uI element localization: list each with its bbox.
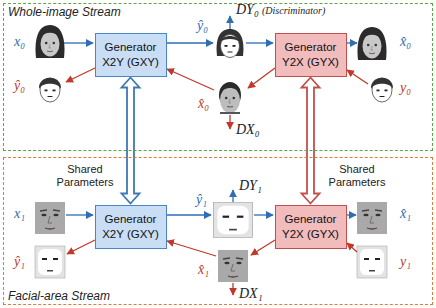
stream-heading: Whole-image Stream: [8, 5, 121, 19]
flow-arrow: [251, 240, 275, 255]
flow-arrow: [167, 69, 214, 90]
image-label: x₀: [14, 34, 25, 51]
image-label: y₀: [400, 80, 411, 97]
shared-parameter-arrow: [302, 78, 320, 204]
stream-region: Whole-image StreamGenerator X2Y (GXY) Gen…: [3, 3, 433, 151]
flow-arrow: [165, 42, 213, 43]
image-label: x̂₀: [400, 34, 411, 51]
cartoon-face: [371, 78, 393, 102]
cartoon-face: [39, 78, 61, 102]
discriminator-label: DY₁: [239, 178, 262, 195]
cartoon-face: [217, 29, 244, 58]
flow-arrow: [254, 214, 273, 215]
image-label: ŷ₁: [196, 192, 207, 209]
face-crop: [35, 202, 65, 234]
edge-label: Shared Parameters: [324, 163, 390, 189]
flow-arrow: [165, 214, 211, 215]
face-crop: [218, 250, 248, 282]
image-label: ŷ₁: [14, 254, 25, 271]
discriminator-label: (Discriminator): [262, 5, 325, 17]
discriminator-arrow: [229, 16, 230, 29]
discriminator-arrow: [232, 283, 233, 295]
generator-box: Generator X2Y (GXY): [95, 205, 167, 249]
discriminator-label: DX₀: [236, 122, 260, 139]
image-label: ŷ₀: [14, 78, 25, 95]
shared-parameter-arrow: [122, 78, 140, 204]
flow-arrow: [167, 241, 216, 256]
flow-arrow: [345, 214, 356, 215]
generator-label: Generator Y2X (GYX): [280, 212, 342, 241]
flow-arrow: [248, 68, 275, 88]
flow-arrow: [66, 214, 93, 215]
discriminator-label: DY₀: [236, 2, 259, 19]
flow-arrow: [246, 42, 273, 43]
image-label: x̂₁: [400, 206, 411, 223]
face-crop: [357, 202, 387, 234]
image-label: ŷ₀: [197, 18, 208, 35]
discriminator-arrow: [232, 190, 233, 202]
generator-box: Generator Y2X (GYX): [275, 33, 347, 77]
cartoon-crop: [357, 246, 387, 278]
generator-box: Generator X2Y (GXY): [95, 33, 167, 77]
image-label: x̂₁: [198, 262, 209, 279]
flow-arrow: [347, 70, 368, 84]
image-label: x₁: [14, 206, 25, 223]
flow-arrow: [347, 243, 357, 252]
image-label: x̂₀: [198, 96, 209, 113]
image-label: y₁: [400, 254, 411, 271]
discriminator-arrow: [229, 115, 230, 129]
cartoon-crop: [214, 202, 253, 237]
flow-arrow: [64, 42, 93, 43]
generated-face: [219, 82, 241, 114]
cartoon-crop: [35, 246, 65, 278]
reconstructed-face: [358, 27, 387, 60]
generator-label: Generator X2Y (GXY): [100, 212, 162, 241]
flow-arrow: [66, 68, 95, 82]
generator-label: Generator X2Y (GXY): [100, 40, 162, 69]
flow-arrow: [67, 240, 95, 254]
edge-label: Shared Parameters: [52, 163, 118, 189]
input-face: [36, 25, 65, 58]
flow-arrow: [345, 42, 357, 43]
generator-box: Generator Y2X (GYX): [275, 205, 347, 249]
discriminator-label: DX₁: [239, 286, 263, 303]
stream-heading: Facial-area Stream: [8, 289, 110, 303]
generator-label: Generator Y2X (GYX): [280, 40, 342, 69]
